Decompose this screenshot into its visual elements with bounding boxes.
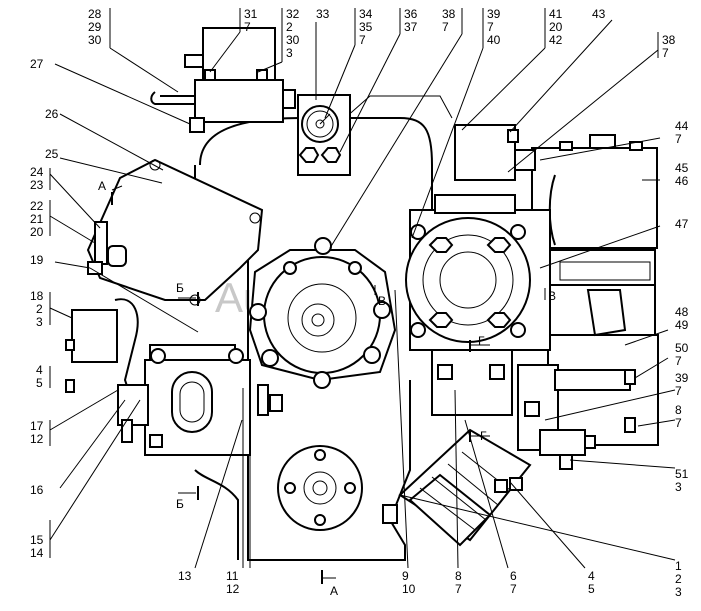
main-housing xyxy=(86,95,453,561)
leader-lines xyxy=(49,8,676,569)
left-small-box xyxy=(65,309,118,393)
callout-27: 27 xyxy=(30,57,44,71)
section-mark-A-bottom: А xyxy=(330,584,338,598)
top-valve-block xyxy=(150,27,296,133)
section-mark-G-upper: Г xyxy=(478,334,485,348)
pressure-gauge xyxy=(297,94,351,176)
right-pump xyxy=(405,194,551,416)
callout-33: 33 xyxy=(316,7,330,21)
section-mark-A-top: А xyxy=(98,179,106,193)
right-lower-block xyxy=(517,364,636,470)
callout-43: 43 xyxy=(592,7,606,21)
bottom-cover xyxy=(277,445,363,531)
section-mark-V-right: В xyxy=(548,289,556,303)
right-upper-block xyxy=(454,124,659,446)
center-pump xyxy=(248,237,397,389)
filter-assembly xyxy=(382,428,532,547)
section-mark-B-upper: Б xyxy=(176,281,184,295)
left-lower-pump xyxy=(117,344,283,456)
callout-13: 13 xyxy=(178,569,192,583)
callout-26: 26 xyxy=(45,107,59,121)
callout-19: 19 xyxy=(30,253,44,267)
callout-47: 47 xyxy=(675,217,689,231)
callout-25: 25 xyxy=(45,147,59,161)
section-marks: А А Б Б В В Г Г xyxy=(98,179,556,598)
callout-16: 16 xyxy=(30,483,44,497)
section-mark-B-lower: Б xyxy=(176,497,184,511)
section-mark-V-center: В xyxy=(378,294,386,308)
